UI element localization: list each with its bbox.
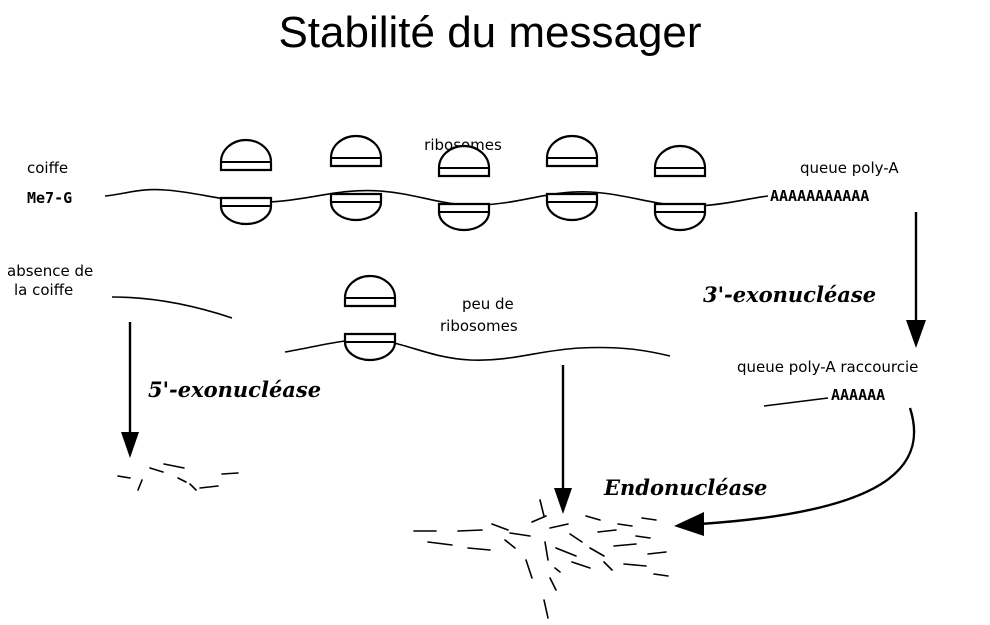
few-ribosomes-label-line2: ribosomes	[440, 317, 518, 335]
arrow-3exo-head	[906, 320, 926, 348]
ribosome-single	[343, 274, 397, 362]
ribosome-2	[329, 134, 383, 222]
fragments-5exo	[117, 463, 239, 491]
arrow-5exo-head	[121, 432, 139, 458]
mrna-strand-short	[763, 397, 829, 407]
cap-label: coiffe	[27, 159, 68, 177]
fragments-endo	[413, 499, 669, 619]
short-polya-sequence: AAAAAA	[831, 386, 885, 404]
arrow-endo-head	[554, 488, 572, 514]
short-polya-label: queue poly-A raccourcie	[737, 358, 918, 376]
exo3-label: 3'-exonucléase	[703, 282, 876, 307]
cap-code-label: Me7-G	[27, 189, 72, 207]
polya-sequence: AAAAAAAAAAA	[770, 187, 869, 205]
polya-label: queue poly-A	[800, 159, 899, 177]
no-cap-label-line1: absence de	[7, 262, 93, 280]
exo5-label: 5'-exonucléase	[148, 377, 321, 402]
ribosome-3	[437, 144, 491, 232]
no-cap-label-line2: la coiffe	[14, 281, 73, 299]
few-ribosomes-label-line1: peu de	[462, 295, 514, 313]
mrna-strand-few-ribosomes	[284, 338, 671, 362]
ribosome-1	[219, 138, 273, 226]
mrna-strand-uncapped	[111, 296, 233, 319]
arrow-endo-curve-head	[674, 512, 704, 536]
endo-label: Endonucléase	[603, 475, 767, 500]
ribosome-5	[653, 144, 707, 232]
page-title: Stabilité du messager	[278, 8, 701, 57]
ribosome-4	[545, 134, 599, 222]
arrow-endo-curve	[699, 407, 916, 526]
